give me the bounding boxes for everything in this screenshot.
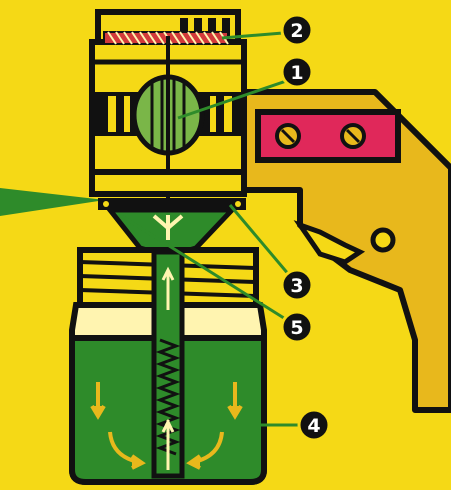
callout-3-number: 3 (290, 275, 303, 297)
callout-1-number: 1 (290, 62, 303, 84)
pickup-tube (154, 252, 182, 476)
callout-4-number: 4 (307, 415, 320, 437)
handle-hole (373, 230, 393, 250)
callout-5-number: 5 (290, 317, 303, 339)
callout-3: 3 (282, 270, 312, 300)
motor-plate (258, 112, 398, 160)
callout-1: 1 (282, 57, 312, 87)
motor-housing (92, 12, 244, 200)
callout-4: 4 (299, 410, 329, 440)
callout-2: 2 (282, 15, 312, 45)
callout-5: 5 (282, 312, 312, 342)
callout-2-number: 2 (290, 20, 303, 42)
